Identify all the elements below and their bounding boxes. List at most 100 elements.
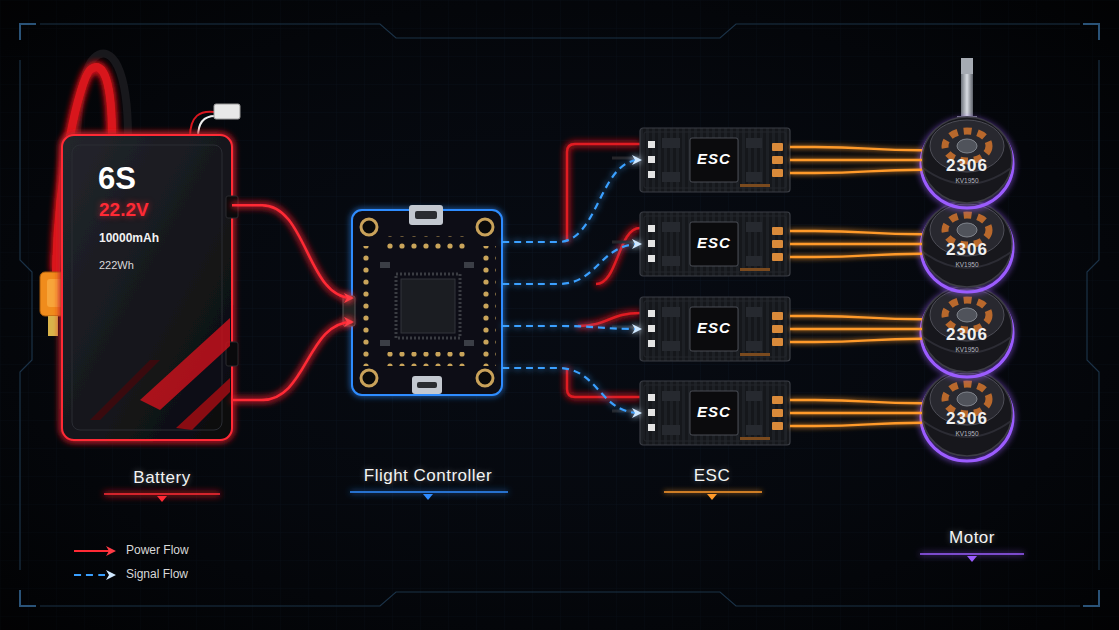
motor-size: 2306: [922, 325, 1012, 345]
esc-chip-label: ESC: [690, 403, 738, 420]
phase-wire: [790, 339, 922, 342]
motor-kv: KV1950: [922, 430, 1012, 437]
phase-wire-bundle: [790, 147, 922, 426]
power-flow-line: [232, 205, 352, 298]
tech-frame: [1083, 590, 1099, 606]
smd-part: [464, 262, 474, 268]
battery-stripe: [176, 378, 230, 430]
signal-flow-arrow: [502, 244, 640, 284]
signal-legend: Signal Flow: [72, 568, 188, 582]
smd-part: [380, 262, 390, 268]
usb-port: [412, 376, 442, 394]
motor-size: 2306: [922, 240, 1012, 260]
phase-wire: [790, 316, 922, 319]
esc-ground-wires: [612, 158, 640, 411]
tech-frame: [20, 590, 36, 606]
part-heading: Flight Controller: [308, 466, 548, 486]
underline-tick: [967, 556, 977, 562]
balance-plug: [214, 104, 240, 119]
mcu-chip: [401, 279, 455, 333]
balance-wire: [190, 112, 215, 137]
tech-frame: [1087, 60, 1099, 570]
solder-pads: [358, 246, 372, 366]
legend-text: Power Flow: [126, 544, 189, 558]
fc-board: [352, 210, 502, 395]
battery-stripe: [90, 360, 160, 420]
voltage-value: 22.2V: [99, 199, 219, 221]
battery-art: [40, 54, 240, 440]
battery-panel: [72, 145, 222, 430]
smd-part: [464, 340, 474, 346]
esc-board: ESC: [640, 128, 790, 192]
legend-sample: [72, 568, 118, 582]
tech-frame: [1083, 24, 1099, 40]
solder-pads: [384, 352, 468, 366]
motor-kv: KV1950: [922, 261, 1012, 268]
brushless-motor: 2306KV1950: [922, 284, 1012, 374]
underline-tick: [707, 494, 717, 500]
motor-phase-wire: [790, 412, 922, 415]
battery-strap: [226, 196, 238, 218]
tech-frame: [20, 24, 1099, 606]
connector-group: [232, 160, 922, 413]
smd-part: [380, 340, 390, 346]
motor-kv: KV1950: [922, 177, 1012, 184]
brushless-motor: 2306KV1950: [922, 115, 1012, 205]
usb-port: [415, 211, 437, 219]
solder-pads: [482, 246, 496, 366]
phase-wire: [790, 170, 922, 173]
phase-wire: [790, 231, 922, 234]
motor-phase-wire: [790, 328, 922, 331]
mount-hole: [477, 370, 493, 386]
usb-port: [417, 382, 437, 388]
motor-illustration: [921, 58, 1013, 208]
phase-wire: [790, 423, 922, 426]
power-wire: [596, 228, 640, 284]
esc-board: ESC: [640, 381, 790, 445]
signal-flow-arrow: [502, 160, 640, 242]
motor-kv: KV1950: [922, 346, 1012, 353]
esc-board: [640, 297, 790, 361]
chip-pins: [396, 274, 460, 338]
tech-frame: [20, 24, 36, 40]
esc-board: [640, 381, 790, 445]
esc-board: [640, 212, 790, 276]
esc-board: [640, 128, 790, 192]
power-flow-line: [232, 322, 352, 400]
legend-sample: [72, 544, 118, 558]
column-heading: ESC: [662, 466, 762, 486]
legend-line-sample: [74, 574, 114, 576]
motor-phase-wire: [790, 243, 922, 246]
power-wire: [578, 313, 640, 326]
usb-port: [409, 205, 443, 225]
signal-flow-arrow: [502, 326, 640, 329]
esc-chip-label: ESC: [690, 319, 738, 336]
column-heading: Motor: [922, 528, 1022, 548]
ground-wire: [612, 157, 640, 160]
esc-chip-label: ESC: [690, 150, 738, 167]
part-heading: Battery: [77, 468, 247, 488]
esc-board: ESC: [640, 297, 790, 361]
brushless-motor: 2306KV1950: [922, 199, 1012, 289]
esc-board: ESC: [640, 212, 790, 276]
capacity-value: 10000mAh: [99, 232, 219, 246]
motor-size: 2306: [922, 409, 1012, 429]
phase-wire: [790, 254, 922, 257]
underline-tick: [423, 494, 433, 500]
motor-phase-wire: [790, 159, 922, 162]
balance-wire: [198, 116, 215, 137]
label-underlines: [104, 492, 1024, 554]
phase-wire: [790, 400, 922, 403]
battery-pack: 6S22.2V10000mAh222WhBattery: [62, 135, 232, 440]
underline: [920, 553, 1024, 555]
motor-size: 2306: [922, 156, 1012, 176]
underline: [664, 491, 762, 493]
xt60-pin: [48, 316, 58, 336]
esc-chip-label: ESC: [690, 234, 738, 251]
